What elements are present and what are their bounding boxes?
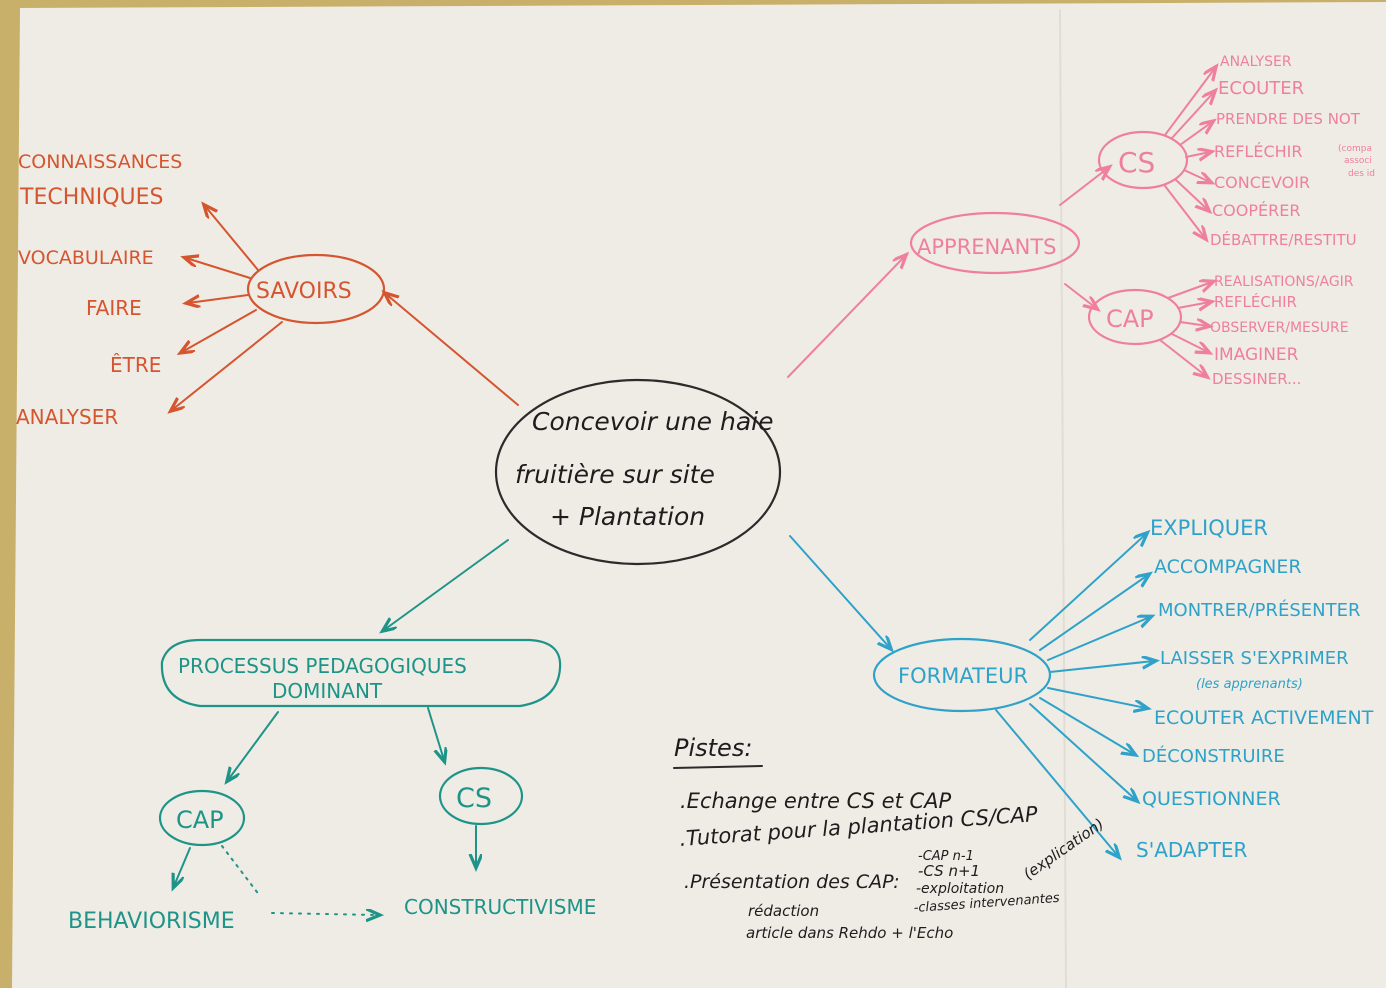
processus-cap: CAP — [176, 806, 224, 834]
cs-item-ecouter: ECOUTER — [1218, 78, 1304, 99]
pistes-sub-1: -CAP n-1 — [918, 849, 974, 864]
pistes-redaction-2: article dans Rehdo + l'Echo — [746, 924, 953, 942]
cap-item-dessiner: DESSINER... — [1212, 370, 1301, 388]
paper-sheet — [12, 2, 1386, 988]
pistes-item-3: .Présentation des CAP: — [684, 871, 900, 893]
cap-item-reflechir: REFLÉCHIR — [1214, 292, 1297, 311]
savoirs-item-analyser: ANALYSER — [16, 405, 118, 429]
processus-line-1: PROCESSUS PEDAGOGIQUES — [178, 654, 467, 678]
formateur-item-sadapter: S'ADAPTER — [1136, 838, 1248, 862]
cs-item-reflechir: REFLÉCHIR — [1214, 142, 1303, 161]
formateur-item-expliquer: EXPLIQUER — [1150, 516, 1268, 540]
pistes-sub-2: -CS n+1 — [918, 862, 980, 880]
formateur-branch: FORMATEUR EXPLIQUER ACCOMPAGNER MONTRER/… — [789, 516, 1374, 862]
savoirs-title: SAVOIRS — [256, 279, 352, 304]
pistes-item-1: .Echange entre CS et CAP — [680, 789, 952, 813]
cap-item-realisations: REALISATIONS/AGIR — [1214, 274, 1354, 290]
formateur-item-laisser: LAISSER S'EXPRIMER — [1160, 648, 1349, 669]
savoirs-item-faire: FAIRE — [86, 296, 142, 320]
savoirs-item-vocabulaire: VOCABULAIRE — [18, 247, 154, 269]
cap-item-observer: OBSERVER/MESURE — [1210, 320, 1349, 336]
formateur-item-montrer: MONTRER/PRÉSENTER — [1158, 599, 1360, 621]
paper-fold — [1059, 9, 1067, 988]
formateur-item-deconstruire: DÉCONSTRUIRE — [1142, 745, 1285, 767]
formateur-item-ecouter: ECOUTER ACTIVEMENT — [1154, 707, 1374, 729]
savoirs-item-connaissances: CONNAISSANCES — [18, 151, 182, 173]
cs-item-analyser: ANALYSER — [1220, 54, 1292, 70]
pistes-sub-3: -exploitation — [916, 881, 1004, 897]
apprenants-cs-title: CS — [1118, 146, 1155, 179]
cs-item-cooperer: COOPÉRER — [1212, 201, 1300, 220]
center-line-3: + Plantation — [550, 502, 705, 531]
savoirs-item-etre: ÊTRE — [110, 353, 161, 377]
cs-note-associ: associ — [1344, 156, 1372, 166]
processus-branch: PROCESSUS PEDAGOGIQUES DOMINANT CAP CS B… — [68, 539, 596, 934]
cs-item-concevoir: CONCEVOIR — [1214, 173, 1310, 192]
cs-note-des-id: des id — [1348, 169, 1375, 179]
cap-item-imaginer: IMAGINER — [1214, 345, 1299, 365]
apprenants-title: APPRENANTS — [917, 235, 1057, 259]
formateur-title: FORMATEUR — [898, 664, 1028, 688]
apprenants-cap-title: CAP — [1106, 305, 1154, 333]
processus-constructivisme: CONSTRUCTIVISME — [404, 895, 596, 919]
cs-item-prendre-des-notes: PRENDRE DES NOT — [1216, 110, 1361, 128]
savoirs-item-techniques: TECHNIQUES — [19, 185, 163, 210]
pistes-title: Pistes: — [674, 734, 752, 762]
center-line-1: Concevoir une haie — [532, 407, 774, 436]
formateur-note: (les apprenants) — [1196, 677, 1303, 692]
processus-cs: CS — [456, 783, 492, 814]
savoirs-branch: SAVOIRS CONNAISSANCES TECHNIQUES VOCABUL… — [16, 151, 519, 429]
center-node: Concevoir une haie fruitière sur site + … — [494, 378, 782, 566]
cs-item-debattre: DÉBATTRE/RESTITU — [1210, 230, 1357, 249]
formateur-item-accompagner: ACCOMPAGNER — [1154, 556, 1302, 578]
processus-behaviorisme: BEHAVIORISME — [68, 909, 235, 934]
processus-line-2: DOMINANT — [272, 679, 383, 703]
center-line-2: fruitière sur site — [515, 460, 715, 489]
formateur-item-questionner: QUESTIONNER — [1142, 788, 1281, 810]
pistes-redaction-1: rédaction — [748, 902, 819, 920]
apprenants-branch: APPRENANTS CS ANALYSER ECOUTER PRENDRE D… — [787, 54, 1375, 388]
cs-note-compa: (compa — [1338, 144, 1372, 154]
